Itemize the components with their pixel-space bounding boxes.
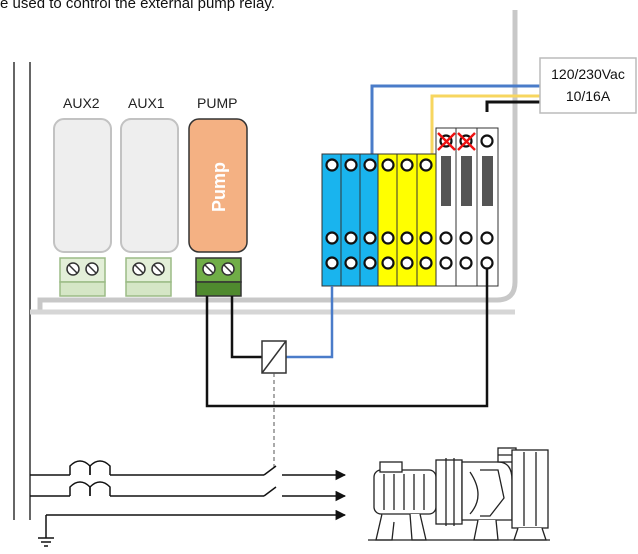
circuit-breaker-icon: [441, 156, 451, 206]
enclosure-panel-outline: [30, 10, 518, 315]
supply-voltage: 120/230Vac: [551, 66, 625, 82]
pump-label: PUMP: [197, 95, 237, 111]
fuse-1: [69, 460, 91, 475]
aux1-module: [120, 118, 179, 253]
fuse-1b: [89, 460, 111, 475]
caption-text: e used to control the external pump rela…: [0, 0, 275, 12]
relay-icon: [261, 340, 287, 374]
pump-connector: [195, 257, 242, 297]
pump-motor-icon: [368, 447, 550, 541]
fuse-2b: [89, 481, 111, 496]
wire-black-supply: [485, 100, 540, 112]
circuit-breaker-icon: [461, 156, 472, 206]
disabled-cross-icon: [457, 132, 476, 151]
wire-black-return: [205, 269, 489, 408]
circuit-breaker-icon: [482, 156, 493, 206]
supply-box: [539, 57, 637, 114]
relay-contact-1: [263, 465, 277, 476]
wire-black-relay: [230, 296, 262, 359]
aux2-connector: [59, 257, 106, 297]
terminal-block: [321, 127, 499, 287]
aux1-label: AUX1: [128, 95, 165, 111]
wire-yellow-supply: [430, 94, 540, 160]
fuse-2: [69, 481, 91, 496]
wire-blue-supply: [370, 84, 540, 160]
pump-module: [188, 118, 248, 253]
ground-icon: [38, 515, 54, 547]
wire-blue-relay: [286, 286, 334, 359]
pump-module-text: Pump: [209, 162, 229, 212]
aux2-label: AUX2: [63, 95, 100, 111]
supply-current: 10/16A: [566, 88, 611, 104]
aux1-connector: [125, 257, 172, 297]
relay-contact-2: [263, 486, 277, 497]
disabled-cross-icon: [437, 132, 456, 151]
aux2-module: [53, 118, 112, 253]
